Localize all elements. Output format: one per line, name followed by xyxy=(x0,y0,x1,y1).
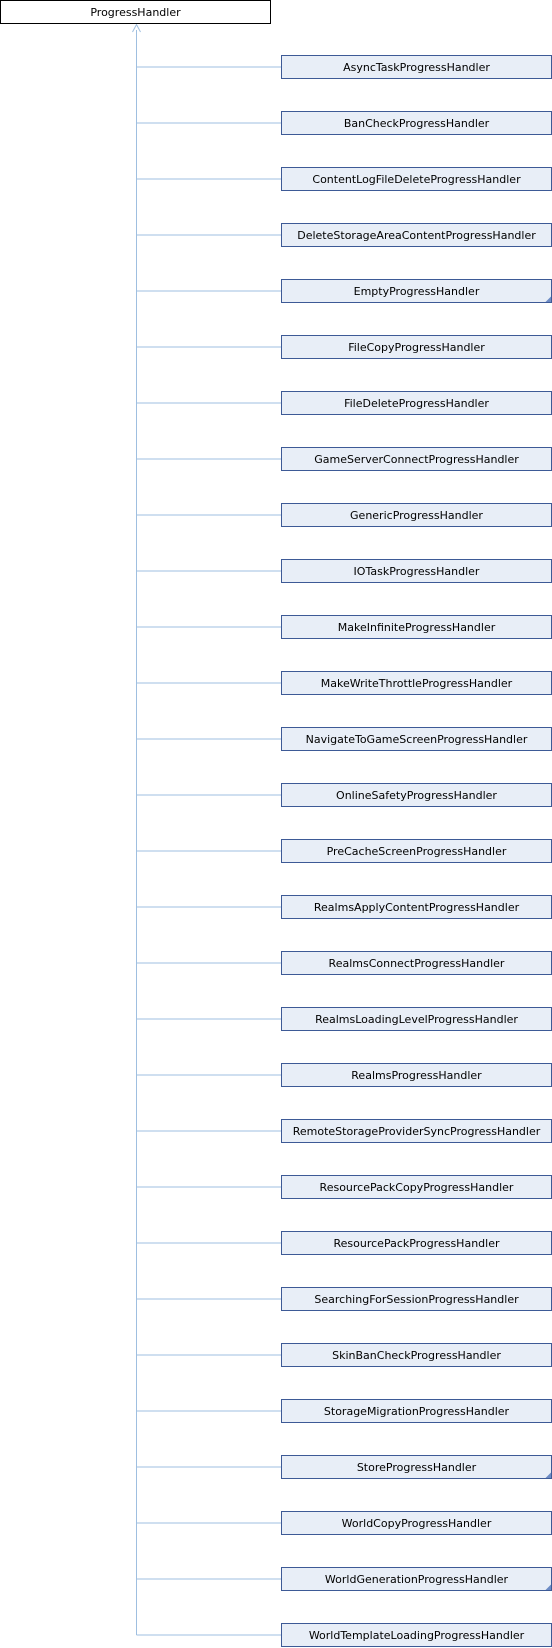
derived-class-node[interactable]: RealmsProgressHandler xyxy=(281,1063,552,1087)
derived-class-node[interactable]: ContentLogFileDeleteProgressHandler xyxy=(281,167,552,191)
derived-class-label: ContentLogFileDeleteProgressHandler xyxy=(312,173,521,186)
derived-class-node[interactable]: SearchingForSessionProgressHandler xyxy=(281,1287,552,1311)
inheritance-edges xyxy=(132,23,282,1636)
derived-class-node[interactable]: IOTaskProgressHandler xyxy=(281,559,552,583)
more-subclasses-marker xyxy=(545,1472,551,1478)
derived-class-label: OnlineSafetyProgressHandler xyxy=(336,789,497,802)
derived-class-node[interactable]: BanCheckProgressHandler xyxy=(281,111,552,135)
derived-class-label: MakeInfiniteProgressHandler xyxy=(338,621,496,634)
derived-class-label: RealmsConnectProgressHandler xyxy=(329,957,505,970)
derived-class-label: AsyncTaskProgressHandler xyxy=(343,61,490,74)
derived-class-label: EmptyProgressHandler xyxy=(354,285,480,298)
derived-class-label: NavigateToGameScreenProgressHandler xyxy=(306,733,528,746)
derived-class-label: GameServerConnectProgressHandler xyxy=(314,453,519,466)
derived-class-node[interactable]: WorldTemplateLoadingProgressHandler xyxy=(281,1623,552,1647)
derived-class-label: SearchingForSessionProgressHandler xyxy=(314,1293,519,1306)
derived-class-label: FileCopyProgressHandler xyxy=(348,341,485,354)
base-class-node[interactable]: ProgressHandler xyxy=(0,0,271,24)
derived-class-label: WorldCopyProgressHandler xyxy=(342,1517,492,1530)
derived-class-node[interactable]: RealmsApplyContentProgressHandler xyxy=(281,895,552,919)
derived-class-node[interactable]: WorldGenerationProgressHandler xyxy=(281,1567,552,1591)
derived-class-node[interactable]: FileDeleteProgressHandler xyxy=(281,391,552,415)
derived-class-node[interactable]: StorageMigrationProgressHandler xyxy=(281,1399,552,1423)
derived-class-label: ResourcePackCopyProgressHandler xyxy=(320,1181,514,1194)
base-class-label: ProgressHandler xyxy=(90,6,181,19)
derived-class-node[interactable]: MakeInfiniteProgressHandler xyxy=(281,615,552,639)
derived-class-label: StorageMigrationProgressHandler xyxy=(324,1405,510,1418)
derived-class-nodes: AsyncTaskProgressHandlerBanCheckProgress… xyxy=(281,55,552,1647)
derived-class-node[interactable]: StoreProgressHandler xyxy=(281,1455,552,1479)
derived-class-node[interactable]: RealmsConnectProgressHandler xyxy=(281,951,552,975)
derived-class-label: SkinBanCheckProgressHandler xyxy=(332,1349,501,1362)
derived-class-label: GenericProgressHandler xyxy=(350,509,483,522)
derived-class-node[interactable]: GameServerConnectProgressHandler xyxy=(281,447,552,471)
derived-class-node[interactable]: NavigateToGameScreenProgressHandler xyxy=(281,727,552,751)
derived-class-label: WorldGenerationProgressHandler xyxy=(325,1573,509,1586)
derived-class-node[interactable]: GenericProgressHandler xyxy=(281,503,552,527)
derived-class-node[interactable]: WorldCopyProgressHandler xyxy=(281,1511,552,1535)
derived-class-node[interactable]: SkinBanCheckProgressHandler xyxy=(281,1343,552,1367)
derived-class-label: FileDeleteProgressHandler xyxy=(344,397,489,410)
derived-class-label: IOTaskProgressHandler xyxy=(354,565,480,578)
derived-class-node[interactable]: EmptyProgressHandler xyxy=(281,279,552,303)
derived-class-label: PreCacheScreenProgressHandler xyxy=(327,845,507,858)
inheritance-arrowhead xyxy=(132,23,141,33)
derived-class-label: MakeWriteThrottleProgressHandler xyxy=(321,677,513,690)
derived-class-label: RealmsLoadingLevelProgressHandler xyxy=(315,1013,518,1026)
more-subclasses-marker xyxy=(545,296,551,302)
derived-class-node[interactable]: ResourcePackCopyProgressHandler xyxy=(281,1175,552,1199)
derived-class-node[interactable]: ResourcePackProgressHandler xyxy=(281,1231,552,1255)
derived-class-node[interactable]: RealmsLoadingLevelProgressHandler xyxy=(281,1007,552,1031)
derived-class-node[interactable]: FileCopyProgressHandler xyxy=(281,335,552,359)
derived-class-label: RealmsProgressHandler xyxy=(351,1069,482,1082)
derived-class-node[interactable]: DeleteStorageAreaContentProgressHandler xyxy=(281,223,552,247)
derived-class-label: BanCheckProgressHandler xyxy=(344,117,490,130)
derived-class-label: DeleteStorageAreaContentProgressHandler xyxy=(297,229,536,242)
base-class-box xyxy=(0,0,271,24)
derived-class-node[interactable]: OnlineSafetyProgressHandler xyxy=(281,783,552,807)
derived-class-node[interactable]: MakeWriteThrottleProgressHandler xyxy=(281,671,552,695)
derived-class-node[interactable]: RemoteStorageProviderSyncProgressHandler xyxy=(281,1119,552,1143)
derived-class-label: ResourcePackProgressHandler xyxy=(334,1237,500,1250)
derived-class-node[interactable]: AsyncTaskProgressHandler xyxy=(281,55,552,79)
more-subclasses-marker xyxy=(545,1584,551,1590)
derived-class-label: RemoteStorageProviderSyncProgressHandler xyxy=(293,1125,541,1138)
derived-class-node[interactable]: PreCacheScreenProgressHandler xyxy=(281,839,552,863)
derived-class-label: WorldTemplateLoadingProgressHandler xyxy=(309,1629,525,1642)
derived-class-label: StoreProgressHandler xyxy=(357,1461,477,1474)
derived-class-label: RealmsApplyContentProgressHandler xyxy=(314,901,520,914)
